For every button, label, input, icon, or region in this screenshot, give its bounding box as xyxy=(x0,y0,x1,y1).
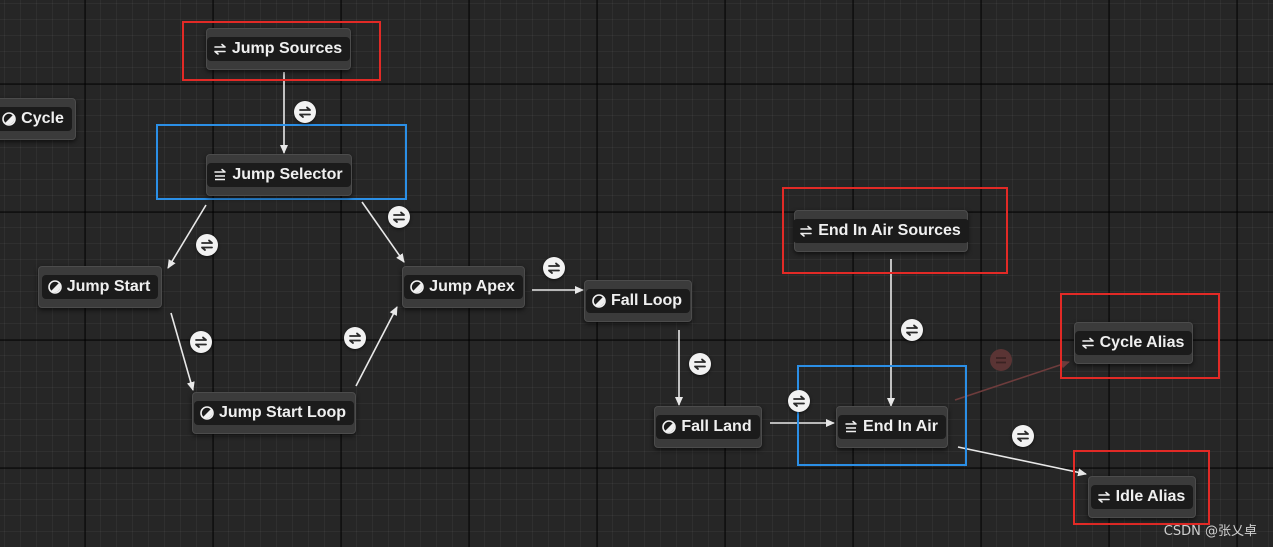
node-label: Jump Selector xyxy=(232,166,343,183)
node-end-in-air-sources[interactable]: End In Air Sources xyxy=(793,210,969,252)
transition-icon[interactable] xyxy=(543,257,565,279)
node-title: Jump Apex xyxy=(404,275,523,299)
node-title: Cycle xyxy=(0,107,72,131)
node-cycle-alias[interactable]: Cycle Alias xyxy=(1074,322,1193,364)
alias-icon xyxy=(799,224,813,238)
transition-icon[interactable] xyxy=(196,234,218,256)
node-jump-start[interactable]: Jump Start xyxy=(38,266,162,308)
node-title: Jump Start Loop xyxy=(193,401,355,425)
state-icon xyxy=(47,280,62,294)
node-cycle[interactable]: Cycle xyxy=(0,98,76,140)
node-title: End In Air Sources xyxy=(793,219,969,243)
node-fall-land[interactable]: Fall Land xyxy=(654,406,762,448)
node-jump-apex[interactable]: Jump Apex xyxy=(402,266,525,308)
edge-jump-selector-to-jump-apex xyxy=(361,201,405,263)
node-title: Fall Loop xyxy=(585,289,691,313)
node-title: Idle Alias xyxy=(1090,485,1194,509)
edge-end-in-air-to-idle-alias xyxy=(957,446,1087,477)
edge-jump-start-to-jump-start-loop xyxy=(170,312,195,391)
node-label: Jump Sources xyxy=(231,40,343,57)
state-icon xyxy=(662,420,677,434)
transition-icon[interactable] xyxy=(689,353,711,375)
node-label: Cycle Alias xyxy=(1099,334,1185,351)
transition-icon[interactable] xyxy=(388,206,410,228)
node-title: Cycle Alias xyxy=(1074,331,1193,355)
state-icon xyxy=(592,294,606,308)
node-label: Fall Loop xyxy=(610,292,683,309)
state-icon xyxy=(2,112,16,126)
watermark: CSDN @张乂卓 xyxy=(1163,524,1257,539)
node-title: Fall Land xyxy=(656,415,760,439)
node-label: Fall Land xyxy=(681,418,752,435)
transition-icon[interactable] xyxy=(1012,425,1034,447)
node-label: End In Air xyxy=(863,418,938,435)
node-jump-selector[interactable]: Jump Selector xyxy=(206,154,352,196)
node-end-in-air[interactable]: End In Air xyxy=(836,406,948,448)
conduit-icon xyxy=(844,420,858,434)
state-icon xyxy=(410,280,424,294)
alias-icon xyxy=(213,42,227,56)
transition-icon[interactable] xyxy=(344,327,366,349)
node-label: Idle Alias xyxy=(1115,488,1186,505)
transition-icon[interactable] xyxy=(901,319,923,341)
alias-icon xyxy=(1081,336,1095,350)
transition-icon[interactable] xyxy=(788,390,810,412)
edge-jump-start-loop-to-jump-apex xyxy=(355,306,398,387)
transition-icon[interactable] xyxy=(190,331,212,353)
node-title: Jump Start xyxy=(41,275,159,299)
transition-icon[interactable] xyxy=(990,349,1012,371)
node-title: Jump Sources xyxy=(206,37,351,61)
node-label: Jump Start Loop xyxy=(218,404,347,421)
conduit-icon xyxy=(213,168,227,182)
node-label: Cycle xyxy=(21,110,64,127)
transition-icon[interactable] xyxy=(294,101,316,123)
node-title: Jump Selector xyxy=(207,163,351,187)
node-label: Jump Start xyxy=(66,278,151,295)
edge-end-in-air-to-cycle-alias xyxy=(954,360,1070,401)
alias-icon xyxy=(1097,490,1111,504)
state-icon xyxy=(200,406,214,420)
node-label: Jump Apex xyxy=(429,278,515,295)
node-idle-alias[interactable]: Idle Alias xyxy=(1088,476,1196,518)
node-label: End In Air Sources xyxy=(818,222,961,239)
node-jump-sources[interactable]: Jump Sources xyxy=(206,28,351,70)
edge-jump-selector-to-jump-start xyxy=(167,204,207,269)
node-jump-start-loop[interactable]: Jump Start Loop xyxy=(192,392,356,434)
node-title: End In Air xyxy=(838,415,946,439)
node-fall-loop[interactable]: Fall Loop xyxy=(584,280,692,322)
